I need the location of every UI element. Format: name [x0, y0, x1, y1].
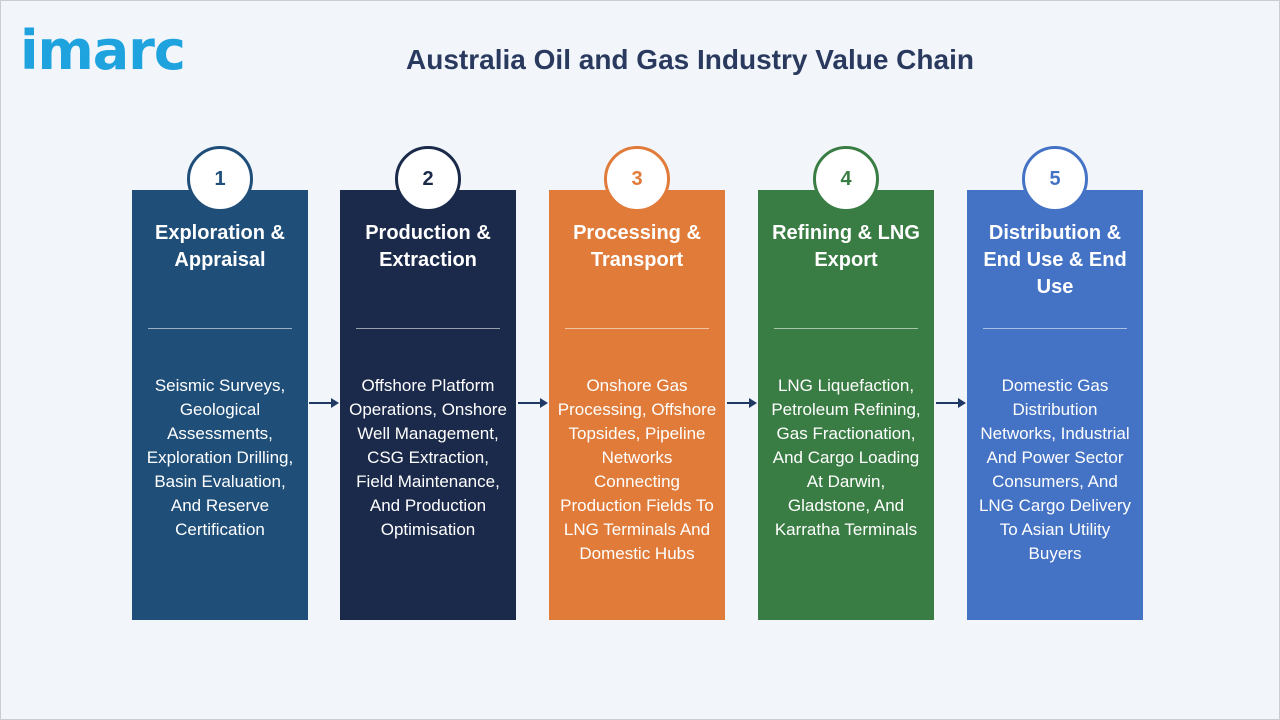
stage-card-5: 5 Distribution & End Use & End Use Domes…: [967, 146, 1143, 620]
stage-number-badge: 5: [1022, 146, 1088, 212]
page-title: Australia Oil and Gas Industry Value Cha…: [406, 44, 974, 75]
stage-number-badge: 3: [604, 146, 670, 212]
arrow-right-icon: [936, 398, 966, 408]
arrow-right-icon: [309, 398, 339, 408]
stage-number-badge: 4: [813, 146, 879, 212]
stage-divider: [774, 328, 918, 329]
stage-description: Domestic Gas Distribution Networks, Indu…: [978, 376, 1132, 563]
stage-card-3: 3 Processing & Transport Onshore Gas Pro…: [549, 146, 725, 620]
stage-number-badge: 2: [395, 146, 461, 212]
stage-title: Distribution & End Use & End Use: [983, 222, 1127, 298]
stage-title: Production & Extraction: [365, 222, 491, 271]
stage-title: Processing & Transport: [573, 222, 701, 271]
stage-divider: [148, 328, 292, 329]
stage-card-1: 1 Exploration & Appraisal Seismic Survey…: [132, 146, 308, 620]
imarc-logo: imarc: [20, 19, 186, 82]
stage-number-badge: 1: [187, 146, 253, 212]
stage-description: Seismic Surveys, Geological Assessments,…: [146, 376, 294, 539]
stage-divider: [983, 328, 1127, 329]
stage-card-2: 2 Production & Extraction Offshore Platf…: [340, 146, 516, 620]
stage-divider: [356, 328, 500, 329]
stage-description: Offshore Platform Operations, Onshore We…: [349, 376, 507, 539]
stage-card-4: 4 Refining & LNG Export LNG Liquefaction…: [758, 146, 934, 620]
stage-divider: [565, 328, 709, 329]
stage-title: Exploration & Appraisal: [154, 222, 285, 271]
arrow-right-icon: [518, 398, 548, 408]
stage-title: Refining & LNG Export: [772, 222, 920, 271]
stage-description: LNG Liquefaction, Petroleum Refining, Ga…: [771, 376, 921, 539]
stage-description: Onshore Gas Processing, Offshore Topside…: [557, 376, 717, 563]
arrow-right-icon: [727, 398, 757, 408]
